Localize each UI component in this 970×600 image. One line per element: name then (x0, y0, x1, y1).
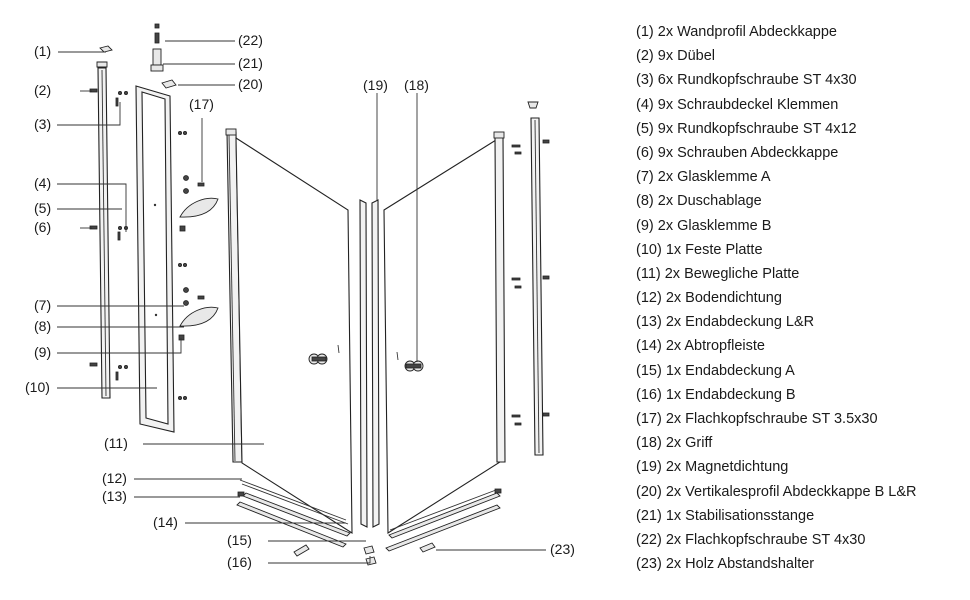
legend-item: (17) 2x Flachkopfschraube ST 3.5x30 (636, 411, 878, 427)
callout-12: (12) (102, 470, 127, 486)
legend-item: (6) 9x Schrauben Abdeckkappe (636, 144, 839, 161)
exploded-view-diagram: (1) (2) (3) (4) (5) (6) (7) (8) (9) (10)… (25, 23, 575, 570)
callout-3: (3) (34, 116, 51, 132)
callout-11: (11) (104, 435, 128, 451)
callout-17: (17) (189, 96, 214, 112)
legend-item: (4) 9x Schraubdeckel Klemmen (636, 96, 839, 113)
callout-14: (14) (153, 514, 178, 530)
callout-16: (16) (227, 554, 252, 570)
callout-21: (21) (238, 55, 263, 71)
callout-18: (18) (404, 77, 429, 93)
legend-item: (22) 2x Flachkopfschraube ST 4x30 (636, 531, 866, 548)
callout-23: (23) (550, 541, 575, 557)
legend-item: (23) 2x Holz Abstandshalter (636, 556, 815, 573)
callout-2: (2) (34, 82, 51, 98)
right-sliding-door (383, 131, 506, 534)
callout-15: (15) (227, 532, 252, 548)
callout-13: (13) (102, 488, 127, 504)
callout-6: (6) (34, 219, 51, 235)
legend-item: (14) 2x Abtropfleiste (636, 338, 765, 355)
callout-8: (8) (34, 318, 51, 334)
legend-item: (7) 2x Glasklemme A (636, 169, 771, 186)
callout-labels: (1) (2) (3) (4) (5) (6) (7) (8) (9) (10)… (25, 32, 575, 570)
legend-item: (19) 2x Magnetdichtung (636, 459, 789, 476)
callout-7: (7) (34, 297, 51, 313)
callout-4: (4) (34, 175, 51, 191)
legend-item: (16) 1x Endabdeckung B (636, 386, 796, 403)
left-wall-profile (96, 61, 111, 399)
legend-item: (21) 1x Stabilisationsstange (636, 507, 815, 524)
legend-item: (9) 2x Glasklemme B (636, 217, 772, 234)
legend-item: (12) 2x Bodendichtung (636, 290, 782, 307)
parts-legend: (1) 2x Wandprofil Abdeckkappe (2) 9x Düb… (636, 20, 916, 576)
legend-item: (1) 2x Wandprofil Abdeckkappe (636, 24, 837, 40)
fixed-glass-panel (135, 85, 175, 433)
shower-shelves (178, 175, 219, 341)
legend-item: (18) 2x Griff (636, 435, 713, 452)
right-wall-profile (511, 101, 550, 456)
legend-item: (8) 2x Duschablage (636, 193, 762, 210)
callout-22: (22) (238, 32, 263, 48)
legend-item: (3) 6x Rundkopfschraube ST 4x30 (636, 72, 857, 89)
callout-5: (5) (34, 200, 51, 216)
leader-lines (57, 40, 546, 564)
stabilisation-bar (99, 23, 177, 89)
legend-item: (10) 1x Feste Platte (636, 241, 763, 258)
legend-item: (11) 2x Bewegliche Platte (636, 265, 800, 282)
left-sliding-door (225, 128, 353, 535)
bottom-rails (236, 479, 502, 566)
legend-item: (13) 2x Endabdeckung L&R (636, 314, 815, 331)
callout-19: (19) (363, 77, 388, 93)
callout-10: (10) (25, 379, 50, 395)
callout-1: (1) (34, 43, 51, 59)
callout-9: (9) (34, 344, 51, 360)
legend-item: (20) 2x Vertikalesprofil Abdeckkappe B L… (636, 483, 917, 500)
legend-item: (5) 9x Rundkopfschraube ST 4x12 (636, 120, 857, 137)
legend-item: (15) 1x Endabdeckung A (636, 362, 795, 379)
callout-20: (20) (238, 76, 263, 92)
legend-item: (2) 9x Dübel (636, 48, 715, 65)
magnetic-seals (359, 199, 380, 528)
